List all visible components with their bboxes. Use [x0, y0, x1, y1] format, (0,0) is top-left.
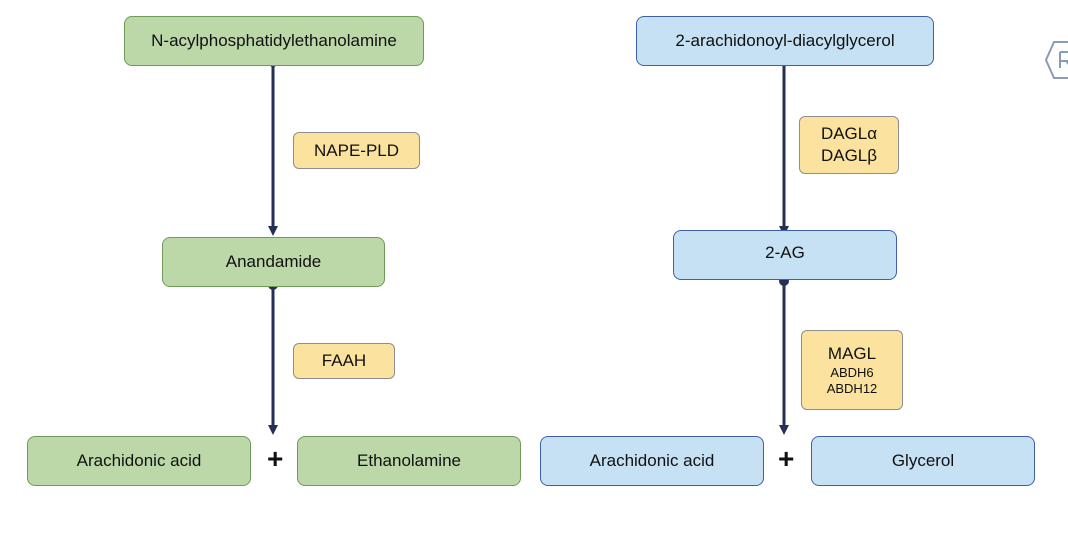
- arrow-2ag-to-products: [779, 276, 789, 435]
- anandamide-node: Anandamide: [162, 237, 385, 287]
- arachidonic-acid-label-left: Arachidonic acid: [76, 451, 202, 470]
- arrow-head: [268, 226, 278, 236]
- dag-label: 2-arachidonoyl-diacylglycerol: [675, 31, 895, 50]
- arrow-head: [268, 425, 278, 435]
- anandamide-label: Anandamide: [225, 252, 322, 271]
- faah-label: FAAH: [321, 351, 367, 370]
- two-ag-node: 2-AG: [673, 230, 897, 280]
- arrow-head: [779, 425, 789, 435]
- faah-enzyme: FAAH: [293, 343, 395, 379]
- plus-sign-left: +: [267, 443, 284, 474]
- glycerol-node: Glycerol: [811, 436, 1035, 486]
- arachidonic-acid-label-right: Arachidonic acid: [589, 451, 715, 470]
- magl-label: MAGL: [827, 344, 877, 363]
- r-badge-icon: [1044, 40, 1068, 80]
- dagl-enzyme: DAGLα DAGLβ: [799, 116, 899, 174]
- two-ag-label: 2-AG: [765, 243, 805, 262]
- nape-pld-label: NAPE-PLD: [313, 140, 400, 160]
- dagl-beta-label: DAGLβ: [820, 146, 878, 165]
- arachidonic-acid-node-right: Arachidonic acid: [540, 436, 764, 486]
- abdh12-label: ABDH12: [826, 381, 878, 396]
- abdh6-label: ABDH6: [830, 365, 874, 380]
- nape-node: N-acylphosphatidylethanolamine: [124, 16, 424, 66]
- nape-label: N-acylphosphatidylethanolamine: [151, 31, 397, 50]
- ethanolamine-node: Ethanolamine: [297, 436, 521, 486]
- plus-sign-right: +: [778, 443, 795, 474]
- glycerol-label: Glycerol: [891, 451, 955, 470]
- arrow-anandamide-to-products: [268, 280, 278, 435]
- arrow-dag-to-2ag: [779, 56, 789, 236]
- magl-enzyme: MAGL ABDH6 ABDH12: [801, 330, 903, 410]
- dag-node: 2-arachidonoyl-diacylglycerol: [636, 16, 934, 66]
- arrow-nape-to-anandamide: [268, 57, 278, 236]
- dagl-alpha-label: DAGLα: [820, 124, 878, 143]
- ethanolamine-label: Ethanolamine: [357, 451, 461, 470]
- arachidonic-acid-node-left: Arachidonic acid: [27, 436, 251, 486]
- nape-pld-enzyme: NAPE-PLD: [293, 132, 420, 169]
